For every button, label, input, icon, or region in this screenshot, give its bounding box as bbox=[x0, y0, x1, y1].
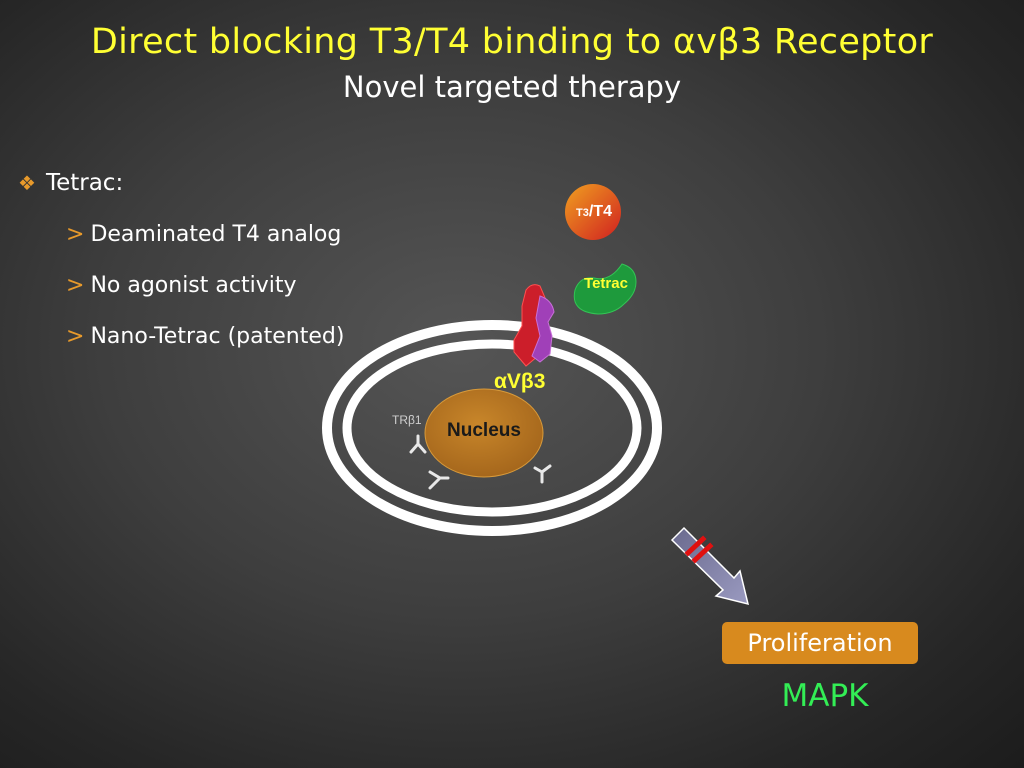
signal-arrow bbox=[672, 528, 748, 604]
tetrac-label: Tetrac bbox=[584, 275, 628, 292]
nucleus: Nucleus bbox=[425, 389, 543, 477]
mapk-label: MAPK bbox=[722, 678, 928, 714]
tetrac-molecule: Tetrac bbox=[574, 264, 636, 314]
ligand-t3-label: T3 bbox=[576, 207, 589, 219]
y-receptor-icon bbox=[430, 472, 448, 488]
proliferation-box: Proliferation bbox=[722, 622, 918, 664]
tr-beta1-label: TRβ1 bbox=[392, 413, 422, 427]
y-receptor-icon bbox=[411, 436, 425, 452]
nucleus-label: Nucleus bbox=[447, 420, 521, 441]
y-receptor-icon bbox=[535, 466, 550, 482]
ligand-t4-label: /T4 bbox=[589, 203, 612, 220]
t3-t4-ligand: T3/T4 bbox=[565, 184, 621, 240]
integrin-label: αVβ3 bbox=[494, 370, 545, 393]
